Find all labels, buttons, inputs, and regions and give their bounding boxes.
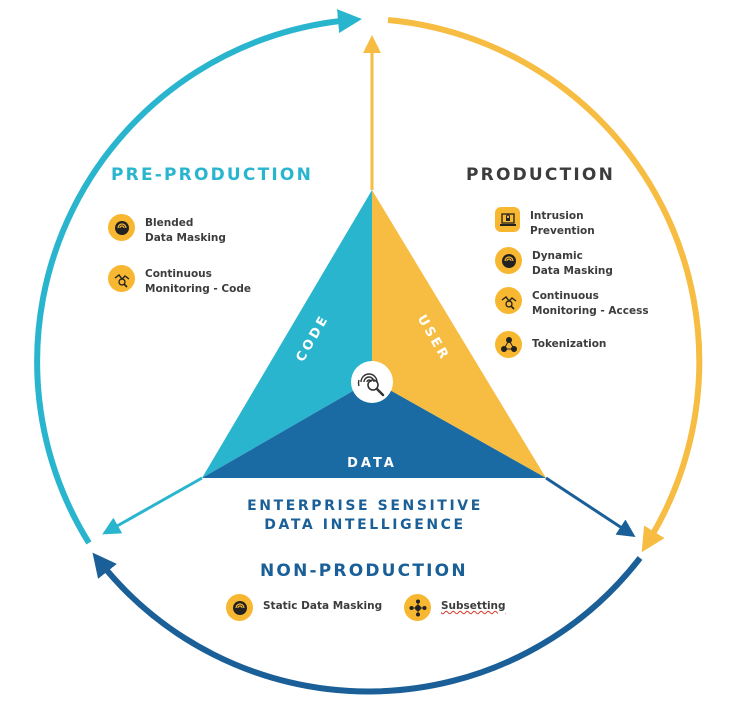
production-item-monitoring-access: Continuous Monitoring - Access (495, 287, 649, 319)
masking-icon (226, 594, 253, 621)
center-caption-line2: DATA INTELLIGENCE (264, 517, 466, 533)
data-segment (202, 380, 546, 478)
item-label: Blended Data Masking (145, 217, 226, 244)
masking-icon (495, 247, 522, 274)
outer-arc-non-production (92, 552, 643, 695)
item-label: Tokenization (532, 338, 607, 350)
masking-icon (108, 214, 135, 241)
production-item-tokenization: Tokenization (495, 331, 606, 358)
production-title: PRODUCTION (466, 165, 615, 185)
non-production-item-static-masking: Static Data Masking (226, 594, 382, 621)
non-production-title: NON-PRODUCTION (260, 561, 468, 581)
center-caption-line1: ENTERPRISE SENSITIVE (247, 498, 483, 514)
subsetting-icon (404, 594, 431, 621)
item-label: Intrusion Prevention (530, 210, 595, 237)
non-production-item-subsetting: Subsetting (404, 594, 506, 621)
item-label: Continuous Monitoring - Access (532, 290, 649, 317)
outer-arc-production (387, 17, 703, 553)
user-segment (372, 190, 546, 478)
code-segment (202, 190, 372, 478)
item-label: Continuous Monitoring - Code (145, 268, 251, 295)
item-label: Static Data Masking (263, 600, 383, 612)
fingerprint-search-icon (351, 361, 393, 403)
arrow-to-non-production-right (545, 476, 636, 537)
outer-arc-pre-production (34, 9, 362, 545)
production-item-dynamic-masking: Dynamic Data Masking (495, 247, 613, 279)
pre-production-title: PRE-PRODUCTION (111, 165, 314, 185)
center-caption: ENTERPRISE SENSITIVE DATA INTELLIGENCE (180, 497, 550, 535)
arrow-to-pre-production-left (102, 476, 203, 535)
item-label: Subsetting (441, 600, 506, 612)
laptop-lock-icon (495, 207, 520, 232)
pre-production-item-monitoring-code: Continuous Monitoring - Code (108, 265, 251, 297)
item-label: Dynamic Data Masking (532, 250, 613, 277)
monitoring-icon (495, 287, 522, 314)
production-item-intrusion-prevention: Intrusion Prevention (495, 207, 595, 239)
monitoring-icon (108, 265, 135, 292)
data-label: DATA (347, 456, 397, 471)
tokenization-icon (495, 331, 522, 358)
pre-production-item-blended-masking: Blended Data Masking (108, 214, 226, 246)
